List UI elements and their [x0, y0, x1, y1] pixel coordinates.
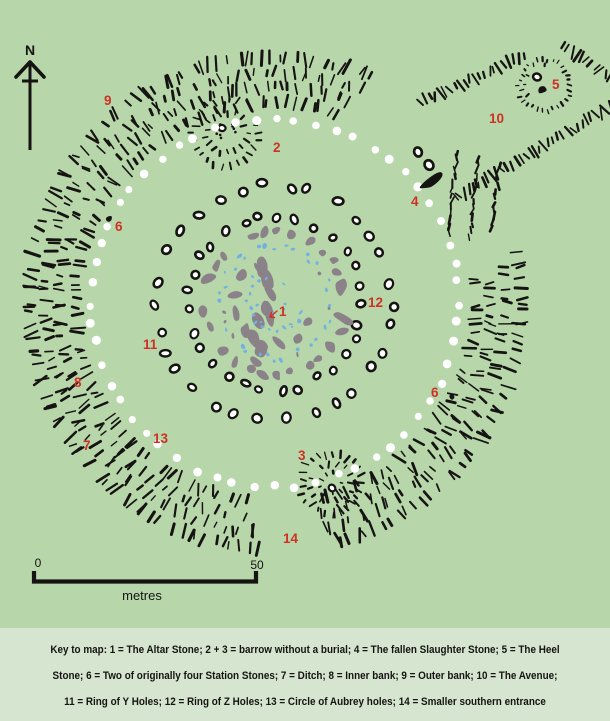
ditch-inner-edge-ring: [52, 80, 498, 522]
north-label: N: [25, 42, 35, 58]
trilithon-horseshoe: [227, 256, 313, 367]
south-barrow: [297, 449, 366, 519]
map-background: [0, 0, 610, 628]
map-label-11: 11: [143, 337, 158, 352]
aubrey-holes-ring: [85, 114, 463, 493]
map-label-2: 2: [273, 140, 281, 155]
inner-bank-ring: [69, 93, 484, 508]
scale-unit-label: metres: [122, 588, 162, 603]
map-label-10: 10: [489, 111, 504, 126]
map-label-6: 6: [115, 219, 123, 234]
map-label-1: 1: [279, 304, 287, 319]
map-label-9: 9: [104, 93, 112, 108]
sarsen-circle: [198, 225, 354, 381]
map-label-6: 6: [431, 385, 439, 400]
map-key: Key to map: 1 = The Altar Stone; 2 + 3 =…: [0, 628, 610, 721]
station-stones: [105, 215, 455, 400]
key-line-2: Stone; 6 = Two of originally four Statio…: [52, 669, 558, 682]
map-label-8: 8: [74, 375, 82, 390]
scale-end-label: 50: [250, 558, 264, 572]
map-label-14: 14: [283, 531, 299, 546]
map-label-12: 12: [368, 295, 383, 310]
north-arrow: N: [14, 42, 46, 150]
map-label-4: 4: [411, 194, 419, 209]
scale-zero-label: 0: [35, 556, 42, 570]
altar-stone: [263, 300, 275, 327]
map-label-7: 7: [83, 438, 91, 453]
z-holes-ring: [181, 211, 367, 398]
key-line-1: Key to map: 1 = The Altar Stone; 2 + 3 =…: [50, 643, 560, 656]
scale-bar: 0 50 metres: [31, 556, 264, 603]
y-holes-ring: [149, 177, 400, 424]
bluestone-horseshoe: [244, 275, 303, 334]
ditch-outer-edge-ring: [38, 64, 513, 539]
slaughter-stone-group: [412, 146, 443, 189]
bluestone-circle: [217, 242, 332, 364]
map-label-5: 5: [552, 77, 560, 92]
north-barrow: [187, 95, 263, 171]
map-label-3: 3: [298, 448, 306, 463]
heel-stone-group: [514, 55, 573, 115]
altar-stone-pointer-arrow: [269, 310, 278, 319]
outer-bank-ring: [22, 49, 529, 557]
key-line-3: 11 = Ring of Y Holes; 12 = Ring of Z Hol…: [64, 695, 546, 708]
map-label-13: 13: [153, 431, 169, 446]
